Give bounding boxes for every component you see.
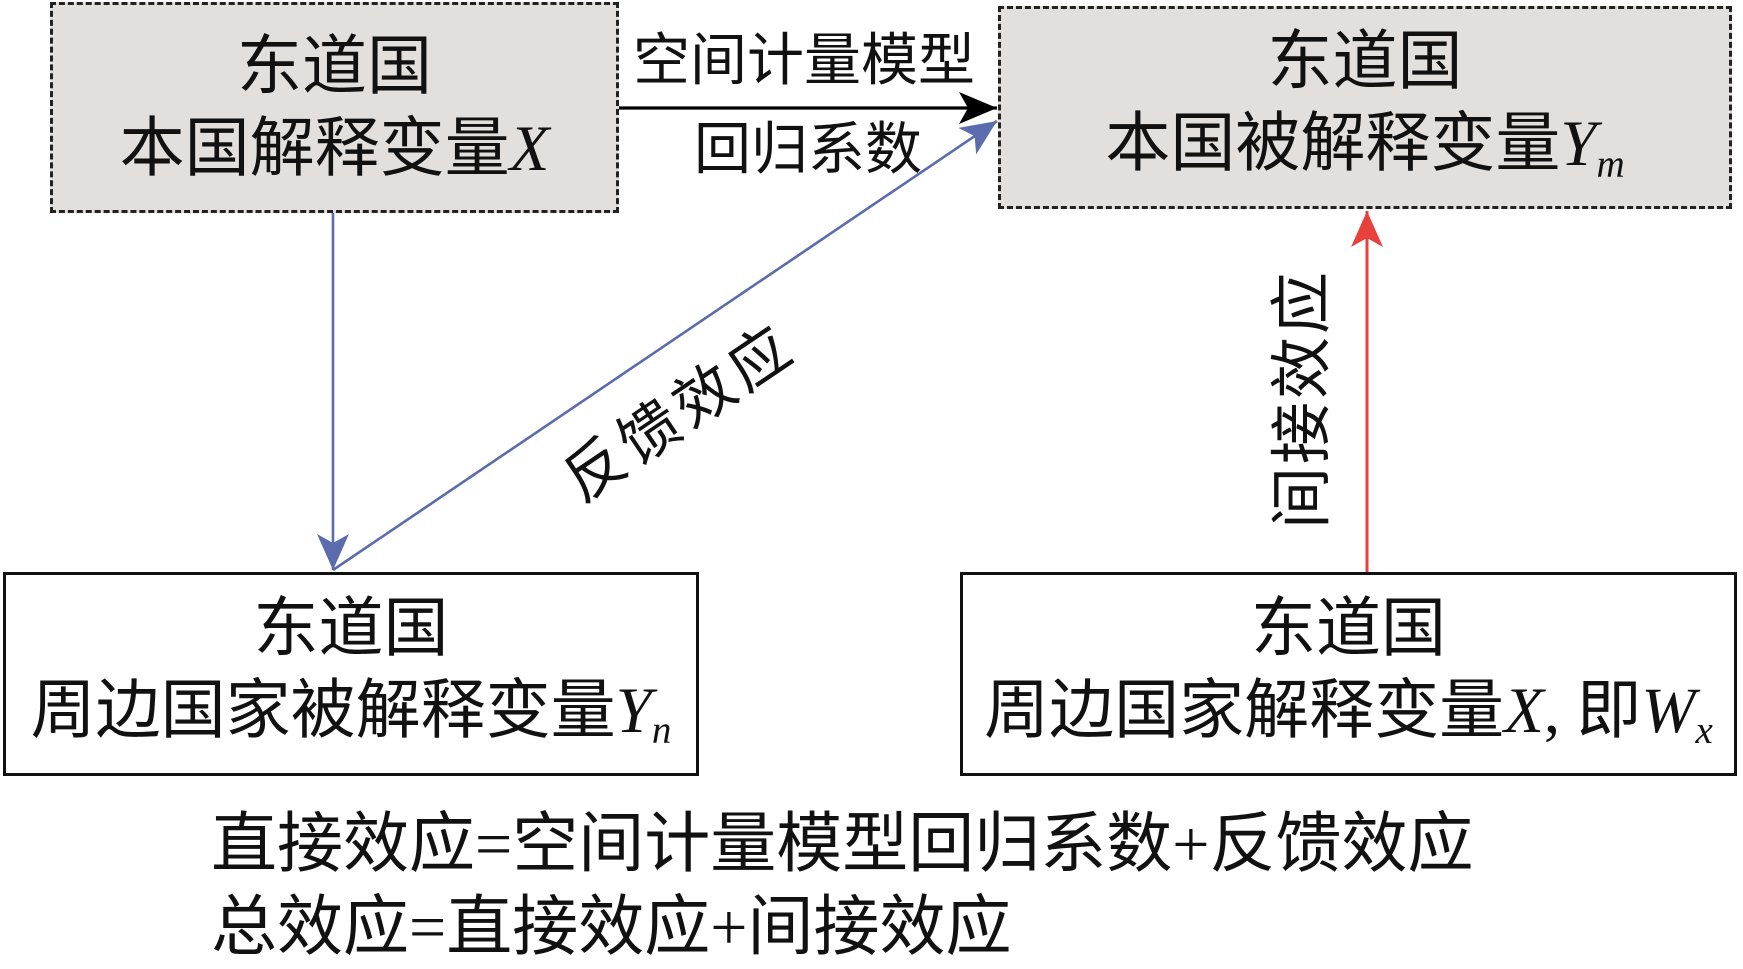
neighbor-dependent-node: 东道国 周边国家被解释变量Yn [3,572,699,776]
node-label-separator: , 即 [1543,674,1642,747]
node-title: 东道国 [1267,26,1463,98]
node-label-text: 周边国家被解释变量 [30,674,616,747]
variable-symbol: Y [615,674,652,747]
indirect-effect-label: 间接效应 [1269,268,1337,530]
node-title: 东道国 [253,592,449,665]
regression-label-top: 空间计量模型 [633,29,975,93]
variable-symbol: Y [1560,108,1597,180]
variable-subscript: n [651,709,672,753]
regression-label-bottom: 回归系数 [694,118,922,182]
variable-subscript: m [1596,142,1625,186]
node-label-text: 周边国家解释变量 [984,674,1505,747]
node-label-text: 本国解释变量 [119,112,510,185]
node-label-text: 本国被解释变量 [1105,108,1561,180]
node-title: 东道国 [236,30,432,103]
total-effect-formula: 总效应=直接效应+间接效应 [211,891,1012,964]
direct-effect-formula: 直接效应=空间计量模型回归系数+反馈效应 [211,808,1474,881]
neighbor-explanatory-node: 东道国 周边国家解释变量X, 即Wx [960,572,1737,776]
variable-subscript: x [1695,709,1713,753]
node-title: 东道国 [1250,592,1446,665]
variable-symbol: X [1504,674,1544,747]
weighted-variable-symbol: W [1641,674,1696,747]
node-label: 周边国家解释变量X, 即Wx [984,670,1713,761]
feedback-arrow [332,119,998,572]
node-label: 本国被解释变量Ym [1105,103,1624,194]
node-label: 本国解释变量X [120,108,550,190]
variable-symbol: X [509,112,550,185]
node-label: 周边国家被解释变量Yn [31,670,672,761]
home-explanatory-node: 东道国 本国解释变量X [50,2,619,213]
home-dependent-node: 东道国 本国被解释变量Ym [998,6,1732,209]
